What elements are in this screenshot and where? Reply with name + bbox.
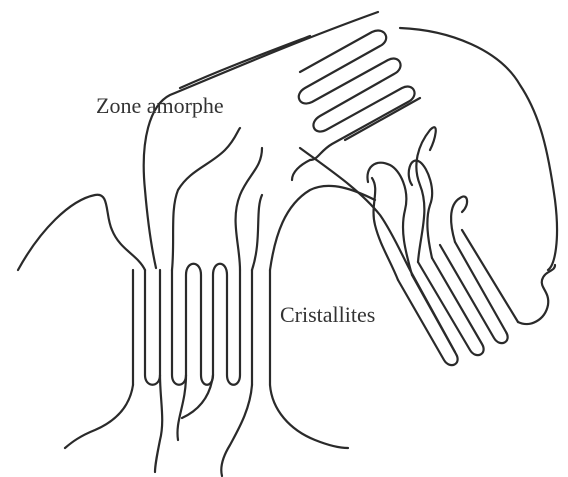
amorphous-squiggle-right [518,265,555,324]
amorphous-chain-left-1 [18,195,145,270]
amorphous-chain-bottom-1 [65,385,133,448]
amorphous-chain-lamella-link [292,160,310,180]
diag-crystallite-3 [418,258,484,355]
amorphous-chain-left-5 [270,186,375,270]
amorphous-chain-upper-left [180,36,310,88]
amorphous-chain-left-2 [172,128,240,270]
crystallite-fold-3 [172,264,240,385]
label-crystallites: Cristallites [280,302,375,327]
amorphous-chain-top-arc [144,12,378,268]
amorphous-chain-bottom-5 [221,385,252,476]
amorphous-loop-1 [372,178,398,280]
diag-crystallite-5 [462,230,518,322]
amorphous-chain-left-4 [252,195,262,270]
amorphous-chain-bottom-2 [155,375,162,472]
amorphous-chain-right-outer [400,28,557,270]
label-amorphous-zone: Zone amorphe [96,93,224,118]
lamella-stack-under [345,98,420,140]
lamella-stack-top [299,31,415,160]
crystallite-fold-2 [145,270,160,385]
amorphous-chain-bottom-6 [270,385,348,448]
